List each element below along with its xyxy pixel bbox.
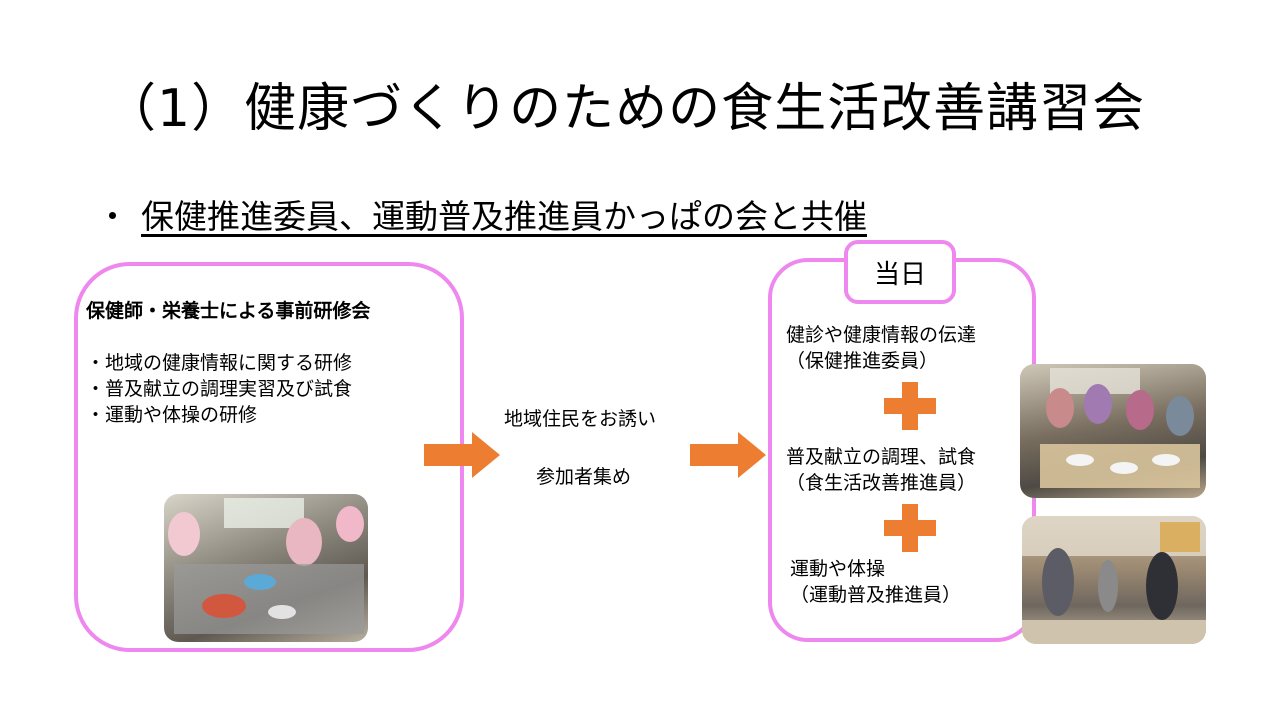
right-block-2: 普及献立の調理、試食 （食生活改善推進員） xyxy=(786,444,976,496)
photo-floor xyxy=(1022,620,1206,644)
photo-person xyxy=(1098,560,1118,612)
cooking-photo xyxy=(164,494,368,642)
right-block-2-line: 普及献立の調理、試食 xyxy=(786,446,977,468)
gather-text: 参加者集め xyxy=(536,466,632,488)
left-box-list: ・地域の健康情報に関する研修 ・普及献立の調理実習及び試食 ・運動や体操の研修 xyxy=(86,350,352,428)
bullet-dot: ・ xyxy=(96,197,129,236)
plus-icon xyxy=(884,504,936,552)
bullet-line: ・保健推進委員、運動普及推進員かっぱの会と共催 xyxy=(96,190,867,238)
list-item: ・地域の健康情報に関する研修 xyxy=(86,352,353,374)
right-block-3-line: （運動普及推進員） xyxy=(790,584,962,606)
photo-bowl xyxy=(268,605,296,619)
photo-bowl xyxy=(202,594,246,618)
invite-text: 地域住民をお誘い xyxy=(504,408,657,430)
photo-person xyxy=(1126,390,1154,430)
right-block-1-line: 健診や健康情報の伝達 xyxy=(786,324,977,346)
photo-person xyxy=(286,518,322,566)
photo-window xyxy=(224,498,304,528)
exercise-photo xyxy=(1022,516,1206,644)
list-item: ・普及献立の調理実習及び試食 xyxy=(86,378,353,400)
slide-title: （1）健康づくりのための食生活改善講習会 xyxy=(104,79,1146,139)
right-block-1-line: （保健推進委員） xyxy=(786,350,939,372)
photo-bowl xyxy=(244,574,276,590)
photo-poster xyxy=(1160,522,1200,552)
list-item: ・運動や体操の研修 xyxy=(86,404,258,426)
plus-icon xyxy=(884,382,936,430)
photo-person xyxy=(168,512,200,556)
right-arrow-icon xyxy=(424,432,500,478)
photo-person xyxy=(1042,548,1074,616)
photo-table xyxy=(174,564,364,634)
photo-person xyxy=(336,506,364,542)
right-block-2-line: （食生活改善推進員） xyxy=(786,472,977,494)
photo-plate xyxy=(1152,454,1180,466)
photo-person xyxy=(1046,388,1074,428)
right-block-1: 健診や健康情報の伝達 （保健推進委員） xyxy=(786,322,976,374)
meal-photo xyxy=(1020,364,1206,498)
bullet-text: 保健推進委員、運動普及推進員かっぱの会と共催 xyxy=(141,197,867,236)
photo-person xyxy=(1146,552,1178,620)
photo-plate xyxy=(1066,454,1094,466)
right-box xyxy=(768,258,1036,642)
right-block-3-line: 運動や体操 xyxy=(790,558,886,580)
right-arrow-icon xyxy=(690,432,766,478)
photo-plate xyxy=(1110,462,1138,474)
photo-person xyxy=(1166,396,1194,436)
photo-person xyxy=(1084,384,1112,424)
day-tab: 当日 xyxy=(844,240,956,304)
left-box-heading: 保健師・栄養士による事前研修会 xyxy=(86,300,371,322)
right-block-3: 運動や体操 （運動普及推進員） xyxy=(790,556,961,608)
